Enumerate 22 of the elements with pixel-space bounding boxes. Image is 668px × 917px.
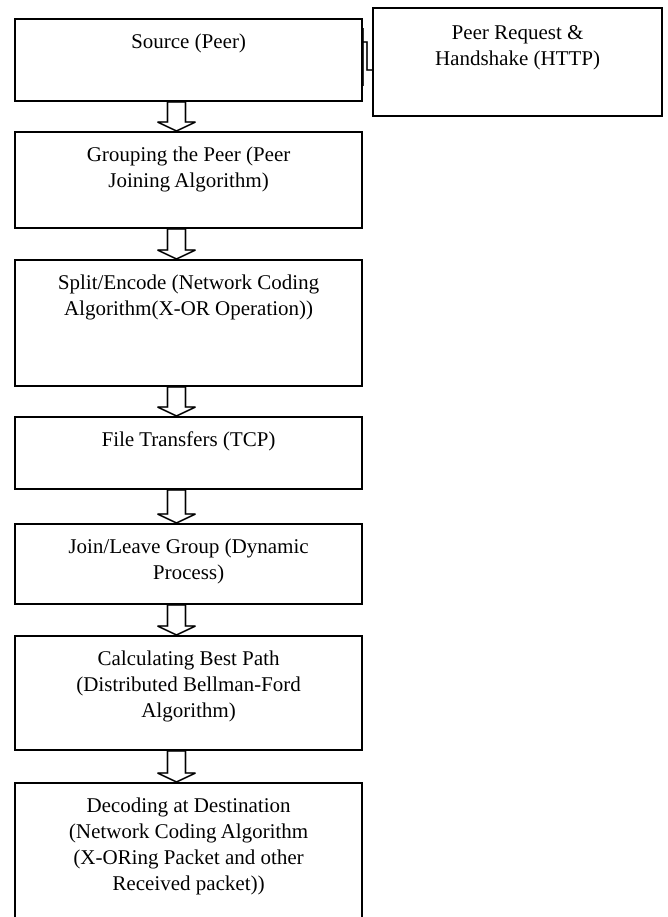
box-label: Peer Request & Handshake (HTTP) [434, 19, 602, 71]
process-box [14, 635, 363, 751]
block-arrow [156, 386, 196, 417]
process-box [14, 782, 363, 917]
process-box [14, 259, 363, 387]
process-box [14, 523, 363, 605]
block-arrow [156, 228, 196, 260]
block-arrow [156, 604, 196, 636]
process-box [14, 18, 363, 102]
block-arrow [156, 750, 196, 783]
box-label: Calculating Best Path (Distributed Bellman-Ford Algorithm) [75, 645, 302, 723]
block-arrow [156, 489, 196, 524]
box-label: Split/Encode (Network Coding Algorithm(X-OR Operation)) [56, 269, 320, 321]
process-box [372, 7, 663, 117]
box-label: Join/Leave Group (Dynamic Process) [67, 533, 310, 585]
process-box [14, 416, 363, 490]
box-label: File Transfers (TCP) [100, 426, 276, 452]
process-box [14, 131, 363, 229]
box-label: Source (Peer) [130, 28, 247, 54]
block-arrow [156, 101, 196, 132]
box-label: Grouping the Peer (Peer Joining Algorithm) [86, 141, 292, 193]
box-label: Decoding at Destination (Network Coding Algorithm (X-ORing Packet and other Received packet)) [68, 792, 310, 896]
